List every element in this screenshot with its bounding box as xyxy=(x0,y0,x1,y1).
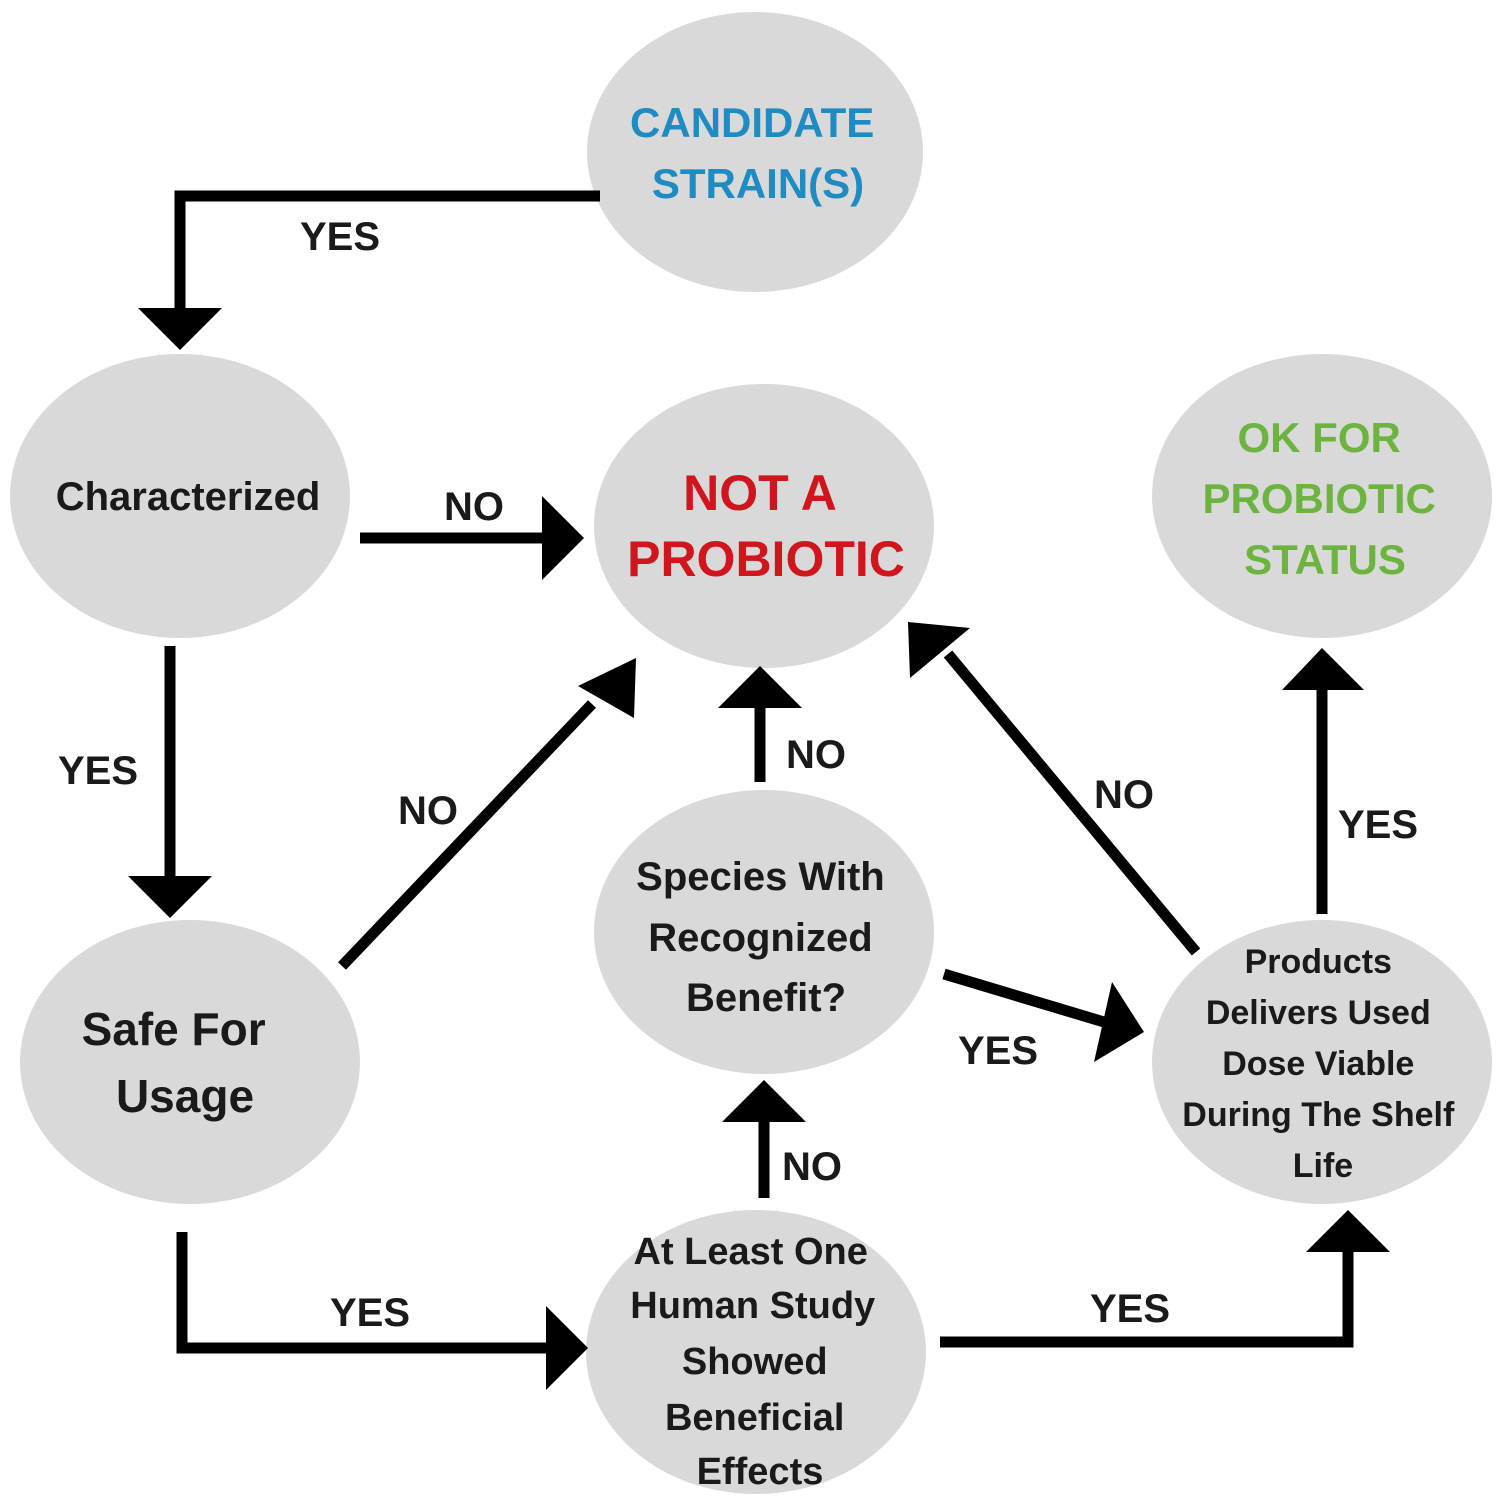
node-species-recognized-benefit: Species With Recognized Benefit? xyxy=(594,790,934,1074)
node-safe-line-1: Safe For xyxy=(82,1003,266,1055)
node-characterized: Characterized xyxy=(10,354,350,638)
node-safe-text: Safe For Usage xyxy=(82,1003,279,1122)
node-not-probiotic-line-1: NOT A xyxy=(683,465,836,521)
node-ok-probiotic-shape xyxy=(1152,354,1492,638)
edge-species-to-not-probiotic: NO xyxy=(718,666,846,782)
node-products-line-3: Dose Viable xyxy=(1222,1045,1414,1083)
edge-label-yes: YES xyxy=(958,1029,1038,1073)
arrow-head-diagonal xyxy=(1094,982,1144,1062)
arrow-head-diagonal xyxy=(578,658,636,718)
node-not-probiotic-line-2: PROBIOTIC xyxy=(627,531,905,587)
edge-label-no: NO xyxy=(398,789,458,833)
edge-candidate-line xyxy=(174,190,600,312)
arrow-head-up xyxy=(718,666,802,708)
node-species-line-2: Recognized xyxy=(648,916,872,960)
node-not-a-probiotic: NOT A PROBIOTIC xyxy=(594,384,934,668)
node-products-line-1: Products xyxy=(1245,943,1392,981)
edge-human-to-species: NO xyxy=(722,1080,842,1198)
node-safe-for-usage: Safe For Usage xyxy=(20,920,360,1204)
node-human-study-line-5: Effects xyxy=(697,1451,824,1493)
node-candidate-strains: CANDIDATE STRAIN(S) xyxy=(587,12,923,292)
node-candidate-line-2: STRAIN(S) xyxy=(652,160,864,207)
node-human-study-line-3: Showed xyxy=(682,1341,828,1383)
edge-label-no: NO xyxy=(786,733,846,777)
edge-safe-not-line xyxy=(338,700,596,970)
edge-label-no: NO xyxy=(444,485,504,529)
node-candidate-text: CANDIDATE STRAIN(S) xyxy=(630,99,886,207)
node-species-text: Species With Recognized Benefit? xyxy=(636,855,896,1020)
node-safe-shape xyxy=(20,920,360,1204)
arrow-head-right xyxy=(542,496,584,580)
node-species-line-1: Species With xyxy=(636,855,885,899)
node-ok-for-probiotic-status: OK FOR PROBIOTIC STATUS xyxy=(1152,354,1492,638)
node-species-shape xyxy=(594,790,934,1074)
node-ok-probiotic-line-2: PROBIOTIC xyxy=(1202,475,1435,522)
edge-characterized-to-not-probiotic: NO xyxy=(360,485,584,580)
edge-characterized-to-safe: YES xyxy=(58,646,212,918)
node-products-delivers-dose: Products Delivers Used Dose Viable Durin… xyxy=(1152,920,1492,1204)
arrow-head-up xyxy=(1306,1210,1390,1252)
edge-species-to-products: YES xyxy=(942,968,1144,1073)
node-human-study-line-4: Beneficial xyxy=(665,1397,845,1439)
edge-safe-human-line xyxy=(176,1232,550,1354)
node-characterized-line-1: Characterized xyxy=(56,475,321,519)
node-ok-probiotic-text: OK FOR PROBIOTIC STATUS xyxy=(1202,414,1447,583)
edge-label-no: NO xyxy=(1094,773,1154,817)
node-ok-probiotic-line-1: OK FOR xyxy=(1238,414,1401,461)
node-products-line-2: Delivers Used xyxy=(1206,994,1431,1032)
arrow-head-diagonal xyxy=(908,622,970,678)
node-human-study-effects: At Least One Human Study Showed Benefici… xyxy=(586,1210,926,1494)
node-human-study-line-2: Human Study xyxy=(630,1285,875,1327)
node-products-shape xyxy=(1152,920,1492,1204)
arrow-head-down xyxy=(128,876,212,918)
node-human-study-line-1: At Least One xyxy=(634,1231,868,1273)
node-products-line-5: Life xyxy=(1293,1147,1353,1185)
arrow-head-up xyxy=(722,1080,806,1122)
edge-label-yes: YES xyxy=(58,749,138,793)
edge-safe-to-not-probiotic: NO xyxy=(338,658,636,970)
edge-human-to-products: YES xyxy=(940,1210,1390,1348)
edge-products-to-ok-probiotic: YES xyxy=(1282,648,1418,914)
edge-label-no: NO xyxy=(782,1145,842,1189)
node-ok-probiotic-line-3: STATUS xyxy=(1244,536,1406,583)
node-candidate-shape xyxy=(587,12,923,292)
edge-label-yes: YES xyxy=(300,215,380,259)
node-candidate-line-1: CANDIDATE xyxy=(630,99,874,146)
edge-human-products-line xyxy=(940,1248,1354,1348)
node-human-study-shape xyxy=(586,1210,926,1494)
node-products-text: Products Delivers Used Dose Viable Durin… xyxy=(1182,943,1463,1185)
node-species-line-3: Benefit? xyxy=(686,976,846,1020)
node-characterized-shape xyxy=(10,354,350,638)
edge-candidate-to-characterized: YES xyxy=(138,190,600,350)
edge-label-yes: YES xyxy=(1090,1287,1170,1331)
node-not-probiotic-shape xyxy=(594,384,934,668)
node-human-study-text: At Least One Human Study Showed Benefici… xyxy=(630,1231,885,1493)
arrow-head-right xyxy=(546,1306,588,1390)
node-characterized-text: Characterized xyxy=(56,475,321,519)
edge-products-not-line xyxy=(943,650,1201,956)
node-safe-line-2: Usage xyxy=(116,1070,254,1122)
edge-label-yes: YES xyxy=(330,1291,410,1335)
arrow-head-up xyxy=(1282,648,1364,690)
edge-label-yes: YES xyxy=(1338,803,1418,847)
node-products-line-4: During The Shelf xyxy=(1182,1096,1455,1134)
edge-products-to-not-probiotic: NO xyxy=(908,622,1201,956)
edge-safe-to-human-study: YES xyxy=(176,1232,588,1390)
node-not-probiotic-text: NOT A PROBIOTIC xyxy=(627,465,905,587)
arrow-head-down xyxy=(138,308,222,350)
edge-species-products-line xyxy=(942,968,1106,1028)
